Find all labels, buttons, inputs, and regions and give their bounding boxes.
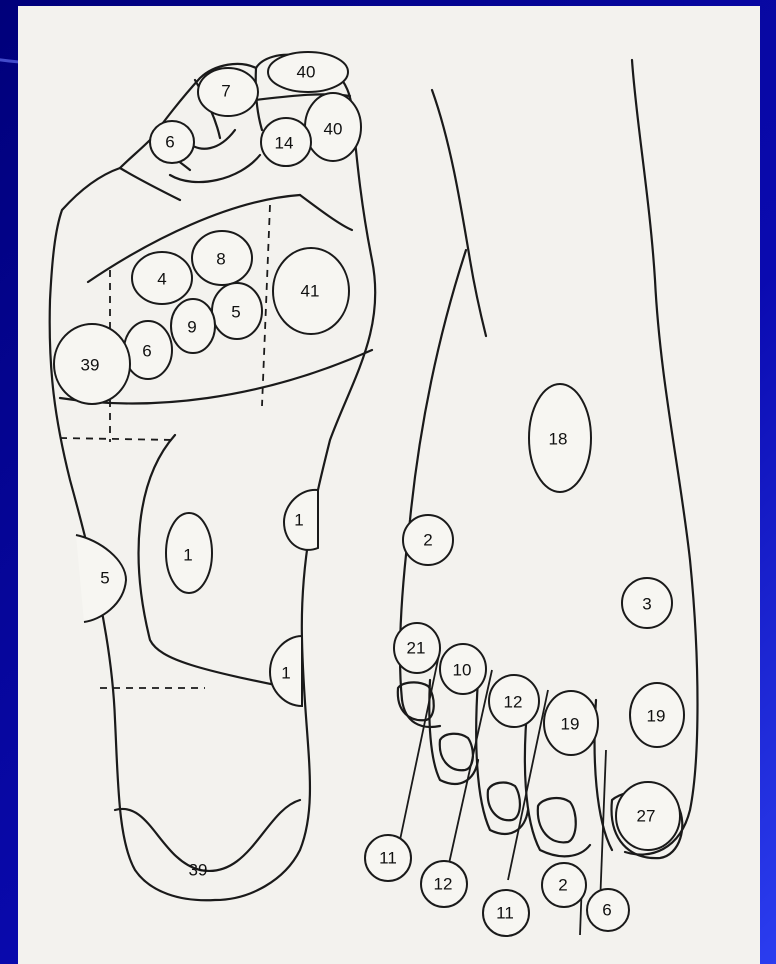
callout-6-b-label: 6 xyxy=(602,901,611,920)
callout-11-a-label: 11 xyxy=(379,849,397,868)
zone-4-label: 4 xyxy=(157,270,166,289)
zone-18-label: 18 xyxy=(549,430,568,449)
zone-5-met-label: 5 xyxy=(231,303,240,322)
zone-1-inner-label: 1 xyxy=(281,664,290,683)
zone-1-center-label: 1 xyxy=(183,546,192,565)
sole-outline xyxy=(50,55,376,901)
zone-8-label: 8 xyxy=(216,250,225,269)
zone-3-label: 3 xyxy=(642,595,651,614)
zone-7-label: 7 xyxy=(221,82,230,101)
callout-2-b-label: 2 xyxy=(558,876,567,895)
zone-12-toe-label: 12 xyxy=(504,693,523,712)
callout-12-b-label: 12 xyxy=(434,875,453,894)
zone-19-big-label: 19 xyxy=(647,707,666,726)
zone-39-ball-label: 39 xyxy=(81,356,100,375)
zone-6-toe-label: 6 xyxy=(165,133,174,152)
zone-19-toe-label: 19 xyxy=(561,715,580,734)
zone-39-heel-label: 39 xyxy=(189,861,208,880)
zone-2-shin-label: 2 xyxy=(423,531,432,550)
zone-14-label: 14 xyxy=(275,134,294,153)
zone-21-label: 21 xyxy=(407,639,426,658)
zone-40-side-label: 40 xyxy=(324,120,343,139)
zone-41-label: 41 xyxy=(301,282,320,301)
callout-11-b-label: 11 xyxy=(496,904,514,923)
zone-6-met-label: 6 xyxy=(142,342,151,361)
zone-1-arch-label: 1 xyxy=(294,511,303,530)
zone-40-top-label: 40 xyxy=(297,63,316,82)
zone-5-side-label: 5 xyxy=(100,569,109,588)
zone-27-label: 27 xyxy=(637,807,656,826)
zone-9-label: 9 xyxy=(187,318,196,337)
zone-10-label: 10 xyxy=(453,661,472,680)
